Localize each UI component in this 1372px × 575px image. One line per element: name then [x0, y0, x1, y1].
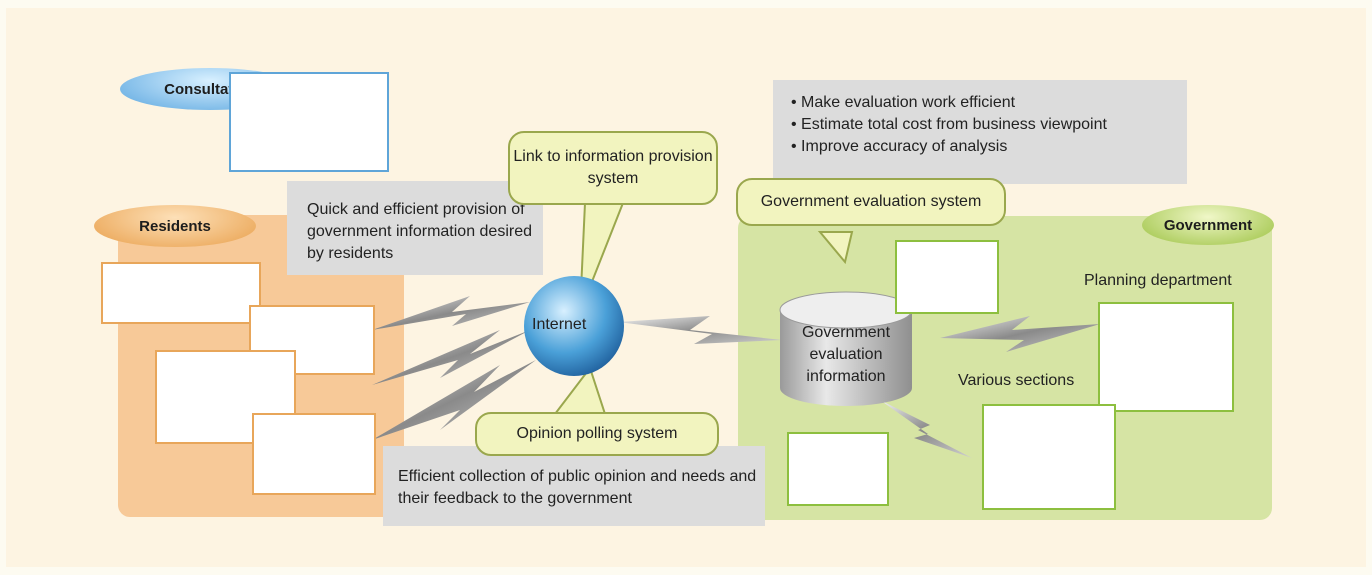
benefit-item: Make evaluation work efficient — [791, 92, 1187, 114]
bolt-connector — [940, 316, 1100, 352]
sections-label: Various sections — [958, 372, 1075, 389]
callout-tail — [817, 231, 854, 265]
bolt-connector — [880, 400, 972, 458]
bolt-connector — [372, 296, 530, 330]
consultation-photo — [229, 72, 389, 172]
benefit-item: Estimate total cost from business viewpo… — [791, 114, 1187, 136]
opinion-polling-text: Opinion polling system — [516, 425, 678, 442]
various-sections-photo — [982, 404, 1116, 510]
planning-label: Planning department — [1084, 272, 1232, 289]
gov-eval-text: Government evaluation system — [760, 193, 982, 210]
residents-label: Residents — [139, 217, 211, 235]
link-info-callout: Link to information provision system — [508, 131, 718, 205]
feedback-box: Efficient collection of public opinion a… — [383, 446, 765, 526]
table-sheet-icon — [787, 432, 889, 506]
benefits-box: Make evaluation work efficient Estimate … — [773, 80, 1187, 184]
residents-info-box: Quick and efficient provision of governm… — [287, 181, 543, 275]
feedback-text: Efficient collection of public opinion a… — [398, 468, 757, 507]
government-ellipse: Government — [1142, 205, 1274, 245]
benefits-list: Make evaluation work efficient Estimate … — [791, 92, 1187, 158]
residents-ellipse: Residents — [94, 205, 256, 247]
planning-department-photo — [1098, 302, 1234, 412]
gov-eval-callout: Government evaluation system — [736, 178, 1006, 226]
buildings-photo — [101, 262, 261, 324]
resident-computer-photo — [252, 413, 376, 495]
benefit-item: Improve accuracy of analysis — [791, 136, 1187, 158]
government-label: Government — [1163, 216, 1253, 234]
bolt-connector — [372, 330, 530, 385]
charts-sheet-icon — [895, 240, 999, 314]
bolt-connector — [618, 316, 782, 344]
database-icon — [780, 310, 912, 406]
bolt-connector — [372, 360, 536, 440]
opinion-polling-callout: Opinion polling system — [475, 412, 719, 456]
database-label: Government evaluation information — [801, 324, 891, 385]
globe-icon — [524, 276, 624, 376]
link-info-text: Link to information provision system — [513, 148, 713, 187]
residents-info-text: Quick and efficient provision of governm… — [307, 201, 533, 262]
internet-label: Internet — [532, 316, 587, 333]
